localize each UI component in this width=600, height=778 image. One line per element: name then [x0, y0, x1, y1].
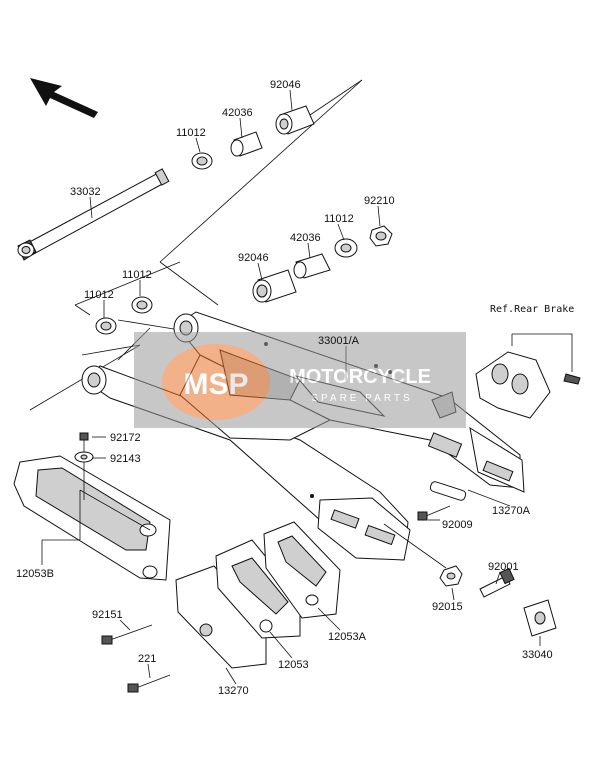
collar-11012-mid: [334, 238, 358, 258]
adjuster-block-33040: [523, 599, 557, 637]
collar-11012-top: [191, 152, 213, 170]
label-11012-mid: 11012: [324, 213, 354, 225]
label-92143: 92143: [110, 453, 141, 465]
left-collar-group: [95, 296, 153, 335]
label-12053B: 12053B: [16, 568, 54, 580]
nut-92210: [369, 225, 393, 247]
watermark: MSP MOTORCYCLE SPARE PARTS: [134, 332, 466, 428]
rear-brake-bracket-reference: [475, 333, 581, 419]
top-bearing-group: [191, 105, 315, 170]
leader-lines: [41, 89, 541, 685]
needle-bearing-92046-mid: [252, 269, 297, 303]
middle-bearing-group: [252, 225, 393, 303]
label-33040: 33040: [522, 649, 553, 661]
washer-92143: [74, 451, 94, 463]
chain-guide-12053: [215, 539, 301, 639]
pivot-shaft: [17, 168, 170, 261]
sleeve-42036-top: [230, 131, 263, 157]
label-13270A: 13270A: [492, 505, 531, 517]
collar-11012-left-b: [131, 296, 153, 314]
bolt-92009: [417, 505, 451, 521]
label-92015: 92015: [432, 601, 463, 613]
label-92151: 92151: [92, 609, 123, 621]
watermark-logo-icon: [162, 344, 270, 420]
label-221: 221: [138, 653, 156, 665]
reference-note: Ref.Rear Brake: [490, 304, 574, 315]
label-11012-left-b: 11012: [122, 269, 152, 281]
plate-13270A: [429, 481, 467, 501]
part-number-labels: 92046 42036 11012 33032 92210 11012 4203…: [16, 79, 553, 697]
label-92009: 92009: [442, 519, 473, 531]
bolt-92151: [101, 624, 153, 645]
label-42036-top: 42036: [222, 107, 253, 119]
label-33001A: 33001/A: [318, 335, 360, 347]
label-11012-left-a: 11012: [84, 289, 114, 301]
label-92046-top: 92046: [270, 79, 301, 91]
label-12053: 12053: [278, 659, 309, 671]
label-92172: 92172: [110, 432, 141, 444]
needle-bearing-92046-top: [275, 105, 315, 135]
label-12053A: 12053A: [328, 631, 367, 643]
bolt-92172: [79, 432, 89, 500]
collar-11012-left-a: [95, 317, 117, 335]
front-direction-arrow-icon: [30, 78, 98, 118]
watermark-logo: MSP: [183, 368, 248, 401]
chain-guide-plate-13270: [175, 565, 267, 669]
label-11012-top: 11012: [176, 127, 206, 139]
nut-92015: [439, 565, 463, 587]
chain-slider-12053B: [13, 455, 171, 581]
chain-guide-12053A: [263, 521, 341, 619]
label-33032: 33032: [70, 186, 101, 198]
sleeve-42036-mid: [293, 253, 331, 279]
label-92210: 92210: [364, 195, 395, 207]
label-92001: 92001: [488, 561, 519, 573]
watermark-title: MOTORCYCLE: [289, 366, 431, 388]
label-42036-mid: 42036: [290, 232, 321, 244]
bolt-221: [127, 674, 171, 693]
watermark-subtitle: SPARE PARTS: [311, 393, 412, 404]
label-92046-mid: 92046: [238, 252, 269, 264]
label-13270: 13270: [218, 685, 249, 697]
